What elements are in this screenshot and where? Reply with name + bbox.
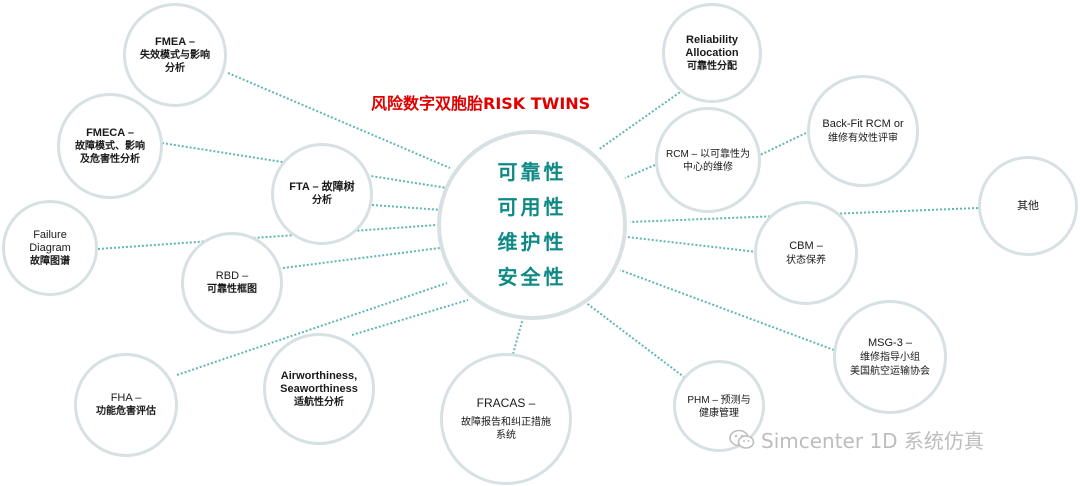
node-other: 其他 bbox=[978, 156, 1078, 256]
connector-airworthiness bbox=[351, 299, 469, 336]
connector-fmea bbox=[227, 72, 451, 169]
node-msg3-title: MSG-3 – bbox=[867, 336, 912, 349]
hub-line-availability: 可用性 bbox=[497, 195, 567, 219]
node-cbm-desc: 状态保养 bbox=[786, 254, 826, 266]
node-other-title: 其他 bbox=[1017, 200, 1039, 212]
node-fmea-desc: 失效模式与影响分析 bbox=[140, 49, 210, 74]
connector-cbm bbox=[626, 236, 758, 253]
node-backfit-rcm-desc: 维修有效性评审 bbox=[828, 132, 898, 144]
node-reliability-allocation-title: Reliability Allocation bbox=[685, 33, 739, 59]
connector-rcm bbox=[624, 164, 656, 179]
node-fha-desc: 功能危害评估 bbox=[96, 406, 156, 417]
node-fmeca-title: FMECA – bbox=[86, 126, 134, 139]
connector-reliability-allocation bbox=[597, 89, 684, 151]
node-fmeca-desc: 故障模式、影响及危害性分析 bbox=[75, 140, 145, 165]
node-fmeca: FMECA – 故障模式、影响及危害性分析 bbox=[57, 93, 163, 199]
node-failure-diagram: Failure Diagram 故障图谱 bbox=[2, 200, 98, 296]
watermark: Simcenter 1D 系统仿真 bbox=[729, 425, 984, 454]
watermark-text: Simcenter 1D 系统仿真 bbox=[761, 429, 984, 453]
hub-line-safety: 安全性 bbox=[497, 265, 567, 289]
node-rbd-title: RBD – bbox=[215, 270, 249, 282]
node-airworthiness: Airworthiness, Seaworthiness 适航性分析 bbox=[263, 333, 375, 445]
wechat-icon bbox=[729, 429, 755, 449]
node-airworthiness-desc: 适航性分析 bbox=[294, 396, 344, 408]
node-cbm: CBM – 状态保养 bbox=[754, 201, 858, 305]
hub-line-reliability: 可靠性 bbox=[497, 160, 567, 184]
connector-fha bbox=[176, 282, 448, 376]
node-backfit-rcm: Back-Fit RCM or 维修有效性评审 bbox=[807, 75, 919, 187]
node-msg3-desc2: 美国航空运输协会 bbox=[850, 365, 930, 377]
node-fha: FHA – 功能危害评估 bbox=[74, 353, 178, 457]
node-fmea-title: FMEA – bbox=[155, 35, 195, 48]
node-fracas-title: FRACAS – bbox=[476, 395, 536, 410]
connector-fta bbox=[371, 204, 443, 211]
node-fha-title: FHA – bbox=[110, 392, 142, 404]
node-fta: FTA – 故障树 分析 bbox=[271, 143, 373, 245]
node-rcm: RCM – 以可靠性为中心的维修 bbox=[655, 107, 761, 213]
node-rbd: RBD – 可靠性框图 bbox=[181, 232, 283, 334]
node-msg3-desc: 维修指导小组 bbox=[860, 351, 920, 363]
node-backfit-rcm-title: Back-Fit RCM or bbox=[822, 117, 904, 130]
node-msg3: MSG-3 – 维修指导小组 美国航空运输协会 bbox=[833, 300, 947, 414]
connector-backfit-rcm bbox=[759, 132, 807, 156]
node-fracas-desc: 故障报告和纠正措施系统 bbox=[461, 416, 551, 441]
node-fta-desc: 分析 bbox=[312, 195, 332, 206]
hub-line-maintainability: 维护性 bbox=[497, 230, 567, 254]
connector-failure-diagram bbox=[97, 224, 438, 250]
node-rbd-desc: 可靠性框图 bbox=[207, 284, 257, 295]
node-cbm-title: CBM – bbox=[789, 239, 823, 252]
hub-node: 可靠性 可用性 维护性 安全性 bbox=[437, 130, 627, 320]
connector-phm bbox=[584, 301, 689, 381]
node-failure-diagram-title: Failure Diagram bbox=[29, 228, 71, 254]
node-airworthiness-title: Airworthiness, Seaworthiness bbox=[280, 369, 358, 395]
node-fracas: FRACAS – 故障报告和纠正措施系统 bbox=[440, 353, 572, 485]
diagram-title: 风险数字双胞胎RISK TWINS bbox=[371, 94, 591, 113]
node-reliability-allocation-desc: 可靠性分配 bbox=[687, 60, 737, 72]
node-rcm-title: RCM – 以可靠性为中心的维修 bbox=[666, 148, 750, 173]
node-failure-diagram-desc: 故障图谱 bbox=[30, 255, 70, 267]
node-fmea: FMEA – 失效模式与影响分析 bbox=[123, 3, 227, 107]
node-reliability-allocation: Reliability Allocation 可靠性分配 bbox=[662, 3, 762, 103]
node-fta-title: FTA – 故障树 bbox=[289, 181, 355, 193]
connector-fracas bbox=[512, 317, 524, 355]
node-phm-title: PHM – 预测与健康管理 bbox=[687, 394, 751, 419]
node-phm: PHM – 预测与健康管理 bbox=[673, 360, 765, 452]
connector-rbd bbox=[282, 247, 441, 269]
